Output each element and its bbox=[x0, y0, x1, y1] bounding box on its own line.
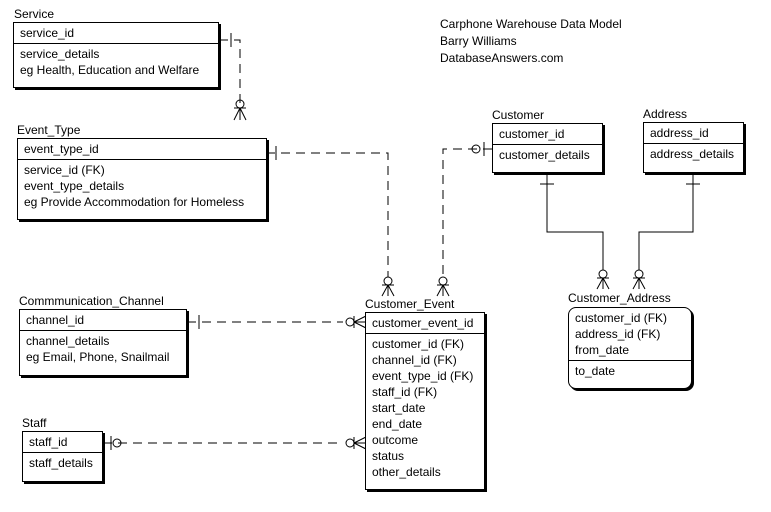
primary-key-section: customer_id bbox=[493, 124, 602, 144]
customer-entity[interactable]: customer_id customer_details bbox=[492, 123, 603, 173]
rel-service-event-type bbox=[219, 39, 241, 110]
attribute-section: staff_details bbox=[23, 452, 102, 473]
key-attribute: channel_id bbox=[26, 313, 85, 327]
key-attribute: event_type_id bbox=[24, 142, 99, 156]
key-attribute: from_date bbox=[575, 343, 630, 357]
attribute: event_type_details bbox=[24, 179, 125, 193]
service-entity[interactable]: service_id service_details eg Health, Ed… bbox=[13, 22, 219, 88]
key-attribute: customer_id (FK) bbox=[575, 311, 668, 325]
attribute: customer_id (FK) bbox=[372, 337, 465, 351]
key-attribute: address_id (FK) bbox=[575, 327, 661, 341]
address-entity-name: Address bbox=[643, 107, 688, 121]
primary-key-section: event_type_id bbox=[18, 139, 266, 159]
communication-channel-entity[interactable]: channel_id channel_details eg Email, Pho… bbox=[19, 309, 187, 376]
attribute: service_id (FK) bbox=[24, 163, 105, 177]
attribute: eg Health, Education and Welfare bbox=[20, 63, 200, 77]
attribute: channel_details bbox=[26, 334, 110, 348]
attribute: address_details bbox=[650, 147, 735, 161]
attribute: staff_id (FK) bbox=[372, 385, 438, 399]
key-attribute: customer_event_id bbox=[372, 316, 474, 330]
customer-entity-name: Customer bbox=[492, 108, 545, 122]
crowfoot bbox=[233, 107, 247, 121]
attribute: event_type_id (FK) bbox=[372, 369, 474, 383]
event-type-entity-name: Event_Type bbox=[17, 123, 81, 137]
rel-customer-customer-event bbox=[442, 148, 492, 277]
attribute: channel_id (FK) bbox=[372, 353, 457, 367]
attribute: service_details bbox=[20, 47, 100, 61]
staff-entity-name: Staff bbox=[22, 416, 47, 430]
attribute-section: service_id (FK) event_type_details eg Pr… bbox=[18, 159, 266, 212]
attribute: eg Email, Phone, Snailmail bbox=[26, 350, 170, 364]
attribute: end_date bbox=[372, 417, 423, 431]
attribute: other_details bbox=[372, 465, 441, 479]
attribute: start_date bbox=[372, 401, 426, 415]
title-line: Carphone Warehouse Data Model bbox=[440, 17, 622, 31]
primary-key-section: channel_id bbox=[20, 310, 186, 330]
attribute-section: to_date bbox=[569, 360, 691, 381]
customer-event-entity-name: Customer_Event bbox=[365, 297, 455, 311]
rel-customer-customer-address bbox=[546, 174, 604, 270]
service-entity-name: Service bbox=[14, 7, 55, 21]
attribute: outcome bbox=[372, 433, 419, 447]
author-line: Barry Williams bbox=[440, 34, 517, 48]
primary-key-section: customer_event_id bbox=[366, 313, 484, 333]
rel-event-type-customer-event bbox=[266, 152, 389, 277]
attribute: staff_details bbox=[29, 456, 93, 470]
attribute: eg Provide Accommodation for Homeless bbox=[24, 195, 245, 209]
attribute: to_date bbox=[575, 364, 616, 378]
channel-entity-name: Commmunication_Channel bbox=[19, 294, 164, 308]
site-line: DatabaseAnswers.com bbox=[440, 51, 564, 65]
rel-address-customer-address bbox=[638, 174, 694, 270]
primary-key-section: address_id bbox=[644, 123, 743, 143]
attribute-section: service_details eg Health, Education and… bbox=[14, 43, 218, 80]
address-entity[interactable]: address_id address_details bbox=[643, 122, 744, 173]
customer-address-entity-name: Customer_Address bbox=[568, 291, 671, 305]
attribute-section: channel_details eg Email, Phone, Snailma… bbox=[20, 330, 186, 367]
key-attribute: customer_id bbox=[499, 127, 565, 141]
diagram-title-block: Carphone Warehouse Data Model Barry Will… bbox=[440, 16, 622, 67]
primary-key-section: service_id bbox=[14, 23, 218, 43]
event-type-entity[interactable]: event_type_id service_id (FK) event_type… bbox=[17, 138, 267, 220]
key-attribute: service_id bbox=[20, 26, 75, 40]
primary-key-section: customer_id (FK) address_id (FK) from_da… bbox=[569, 308, 691, 360]
key-attribute: address_id bbox=[650, 126, 709, 140]
attribute-section: address_details bbox=[644, 143, 743, 164]
customer-event-entity[interactable]: customer_event_id customer_id (FK) chann… bbox=[365, 312, 485, 490]
staff-entity[interactable]: staff_id staff_details bbox=[22, 431, 103, 482]
attribute-section: customer_details bbox=[493, 144, 602, 165]
key-attribute: staff_id bbox=[29, 435, 68, 449]
attribute: status bbox=[372, 449, 405, 463]
attribute-section: customer_id (FK) channel_id (FK) event_t… bbox=[366, 333, 484, 482]
attribute: customer_details bbox=[499, 148, 590, 162]
primary-key-section: staff_id bbox=[23, 432, 102, 452]
customer-address-entity[interactable]: customer_id (FK) address_id (FK) from_da… bbox=[568, 307, 692, 389]
